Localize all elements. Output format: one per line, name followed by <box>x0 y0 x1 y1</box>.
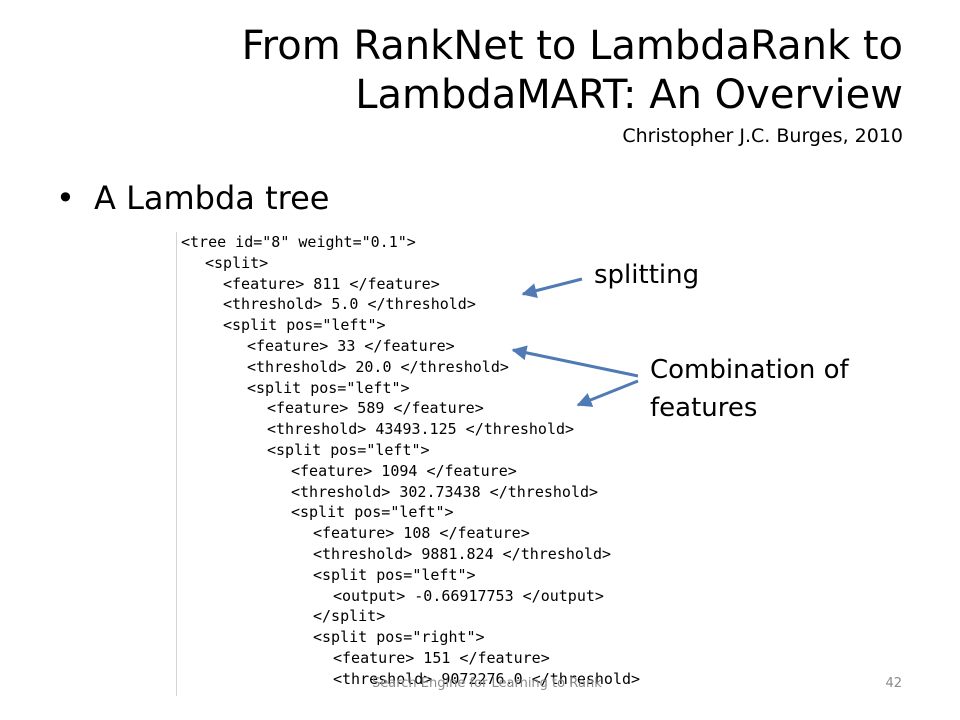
annotation-splitting: splitting <box>594 260 700 290</box>
bullet-item: • A Lambda tree <box>56 178 329 218</box>
code-line: <feature> 108 </feature> <box>313 524 530 543</box>
slide-title: From RankNet to LambdaRank to LambdaMART… <box>123 22 903 150</box>
code-line: <tree id="8" weight="0.1"> <box>181 233 416 251</box>
code-line: <split pos="left"> <box>267 441 430 459</box>
code-line: <split pos="right"> <box>313 628 485 647</box>
code-line: <threshold> 9881.824 </threshold> <box>313 545 612 563</box>
title-byline: Christopher J.C. Burges, 2010 <box>622 125 903 147</box>
slide-footer: Search Engine for Learning to Rank <box>372 676 602 691</box>
code-line: <feature> 1094 </feature> <box>291 461 517 480</box>
code-line: <split pos="left"> <box>313 565 476 584</box>
code-line: <threshold> 302.73438 </threshold> <box>291 482 599 501</box>
page-number: 42 <box>885 676 902 691</box>
arrow-combination-feature-589 <box>576 379 639 407</box>
code-line: <split pos="left"> <box>291 503 454 522</box>
code-line: <split> <box>205 253 269 272</box>
annotation-combination-line-1: Combination of <box>650 355 849 385</box>
arrow-splitting <box>521 277 583 298</box>
code-line: <feature> 151 </feature> <box>333 649 550 667</box>
code-line: </split> <box>313 607 386 626</box>
xml-code-block: <tree id="8" weight="0.1"> <split> <feat… <box>176 232 687 696</box>
code-line: <feature> 33 </feature> <box>247 337 455 355</box>
bullet-dot-icon: • <box>56 179 75 217</box>
code-line: <feature> 811 </feature> <box>223 274 440 293</box>
title-line-2: LambdaMART: An Overview <box>355 72 903 118</box>
code-line: <threshold> 43493.125 </threshold> <box>267 420 575 439</box>
arrow-combination-feature-33 <box>511 345 639 378</box>
bullet-text: A Lambda tree <box>94 179 330 217</box>
code-line: <threshold> 20.0 </threshold> <box>247 357 509 376</box>
code-line: <feature> 589 </feature> <box>267 399 484 418</box>
code-line: <split pos="left"> <box>223 316 386 335</box>
title-line-1: From RankNet to LambdaRank to <box>241 23 903 69</box>
code-line: <threshold> 5.0 </threshold> <box>223 295 476 314</box>
code-line: <threshold> 9072276.0 </threshold> <box>333 669 641 688</box>
code-line: <split pos="left"> <box>247 378 410 397</box>
code-line: <output> -0.66917753 </output> <box>333 586 604 605</box>
annotation-combination-line-2: features <box>650 393 758 423</box>
